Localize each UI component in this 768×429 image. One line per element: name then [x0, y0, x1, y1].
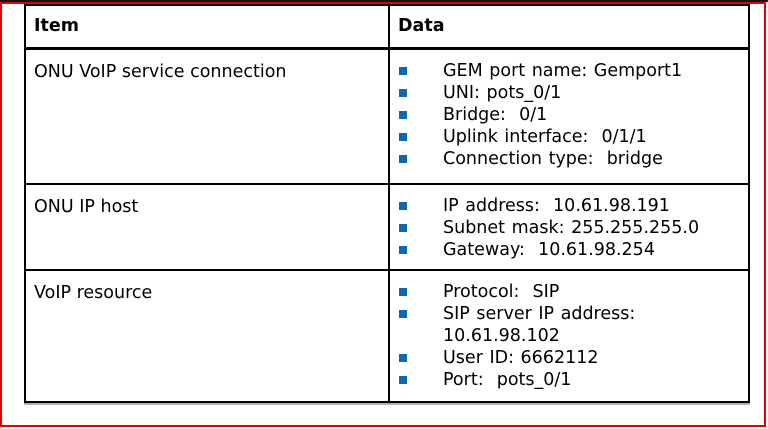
list-item: SIP server IP address: 10.61.98.102 — [390, 303, 742, 347]
list-item-text: SIP server IP address: 10.61.98.102 — [443, 304, 636, 346]
list-item: IP address: 10.61.98.191 — [390, 195, 742, 217]
list-item: GEM port name: Gemport1 — [390, 60, 742, 82]
list-item-text: User ID: 6662112 — [443, 348, 599, 368]
data-cell: Protocol: SIP SIP server IP address: 10.… — [388, 269, 750, 403]
bullet-square-icon — [399, 66, 407, 75]
list-item: Connection type: bridge — [390, 148, 742, 170]
table-row: ONU IP host IP address: 10.61.98.191 Sub… — [24, 183, 750, 271]
item-cell: ONU VoIP service connection — [24, 47, 390, 185]
table-header-row: Item Data — [24, 4, 750, 50]
bullet-list: IP address: 10.61.98.191 Subnet mask: 25… — [390, 195, 742, 261]
bullet-square-icon — [399, 110, 407, 119]
item-cell: VoIP resource — [24, 269, 390, 403]
bullet-list: GEM port name: Gemport1 UNI: pots_0/1 Br… — [390, 60, 742, 170]
data-cell: GEM port name: Gemport1 UNI: pots_0/1 Br… — [388, 47, 750, 185]
bullet-square-icon — [399, 132, 407, 141]
bullet-square-icon — [399, 246, 407, 254]
bullet-square-icon — [399, 310, 407, 318]
bullet-square-icon — [399, 354, 407, 362]
list-item: Gateway: 10.61.98.254 — [390, 239, 742, 261]
bullet-square-icon — [399, 202, 407, 210]
list-item-text: Subnet mask: 255.255.255.0 — [443, 218, 700, 238]
bullet-square-icon — [399, 154, 407, 163]
list-item-text: IP address: 10.61.98.191 — [443, 196, 670, 216]
list-item-text: UNI: pots_0/1 — [443, 82, 562, 103]
list-item-text: Gateway: 10.61.98.254 — [443, 240, 655, 260]
list-item-text: GEM port name: Gemport1 — [443, 60, 683, 81]
list-item: Subnet mask: 255.255.255.0 — [390, 217, 742, 239]
list-item-text: Protocol: SIP — [443, 282, 560, 302]
list-item: Bridge: 0/1 — [390, 104, 742, 126]
bullet-square-icon — [399, 376, 407, 384]
bullet-square-icon — [399, 288, 407, 296]
list-item: Port: pots_0/1 — [390, 369, 742, 391]
list-item-text: Connection type: bridge — [443, 148, 663, 169]
item-cell: ONU IP host — [24, 183, 390, 271]
bullet-list: Protocol: SIP SIP server IP address: 10.… — [390, 281, 742, 391]
item-data-table: Item Data ONU VoIP service connection GE… — [24, 4, 750, 403]
column-header-item: Item — [24, 4, 390, 50]
table-row: VoIP resource Protocol: SIP SIP server I… — [24, 269, 750, 403]
list-item-text: Bridge: 0/1 — [443, 104, 548, 125]
table-row: ONU VoIP service connection GEM port nam… — [24, 47, 750, 185]
bullet-square-icon — [399, 88, 407, 97]
list-item: Protocol: SIP — [390, 281, 742, 303]
data-cell: IP address: 10.61.98.191 Subnet mask: 25… — [388, 183, 750, 271]
column-header-data: Data — [388, 4, 750, 50]
list-item: User ID: 6662112 — [390, 347, 742, 369]
list-item: Uplink interface: 0/1/1 — [390, 126, 742, 148]
list-item-text: Uplink interface: 0/1/1 — [443, 126, 647, 147]
bullet-square-icon — [399, 224, 407, 232]
list-item: UNI: pots_0/1 — [390, 82, 742, 104]
top-edge-line — [0, 0, 768, 2]
list-item-text: Port: pots_0/1 — [443, 370, 572, 390]
